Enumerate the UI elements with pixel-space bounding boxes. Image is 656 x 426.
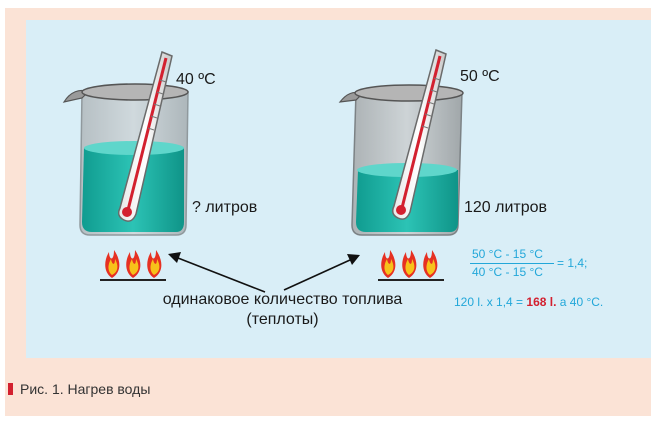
left-thermometer [117,50,173,222]
left-burner-flames-icon [100,250,166,281]
formula-denominator: 40 °C - 15 °C [472,265,543,279]
arrow-to-right-burner [283,254,360,291]
formula-line2: 120 l. x 1,4 = 168 l. a 40 °C. [454,295,603,309]
formula-numerator: 50 °C - 15 °C [472,247,543,261]
right-volume-label: 120 литров [464,199,548,216]
formula-result: = 1,4; [557,256,588,270]
formula-line2-prefix: 120 l. x 1,4 = [454,295,524,309]
right-temperature-label: 50 ºC [460,68,500,85]
right-burner-flames-icon [378,250,444,281]
formula-line2-highlight: 168 l. [526,295,557,309]
arrow-to-left-burner [168,252,266,293]
figure-caption: Рис. 1. Нагрев воды [8,381,150,397]
left-temperature-label: 40 ºC [176,71,216,88]
caption-marker [8,383,13,395]
right-thermometer [391,48,447,220]
left-volume-label: ? литров [192,199,258,216]
formula-fraction-line [470,263,554,264]
formula-line2-suffix: a 40 °C. [559,295,604,309]
shared-fuel-label: одинаковое количество топлива (теплоты) [162,291,403,328]
caption-text: Рис. 1. Нагрев воды [20,381,151,397]
